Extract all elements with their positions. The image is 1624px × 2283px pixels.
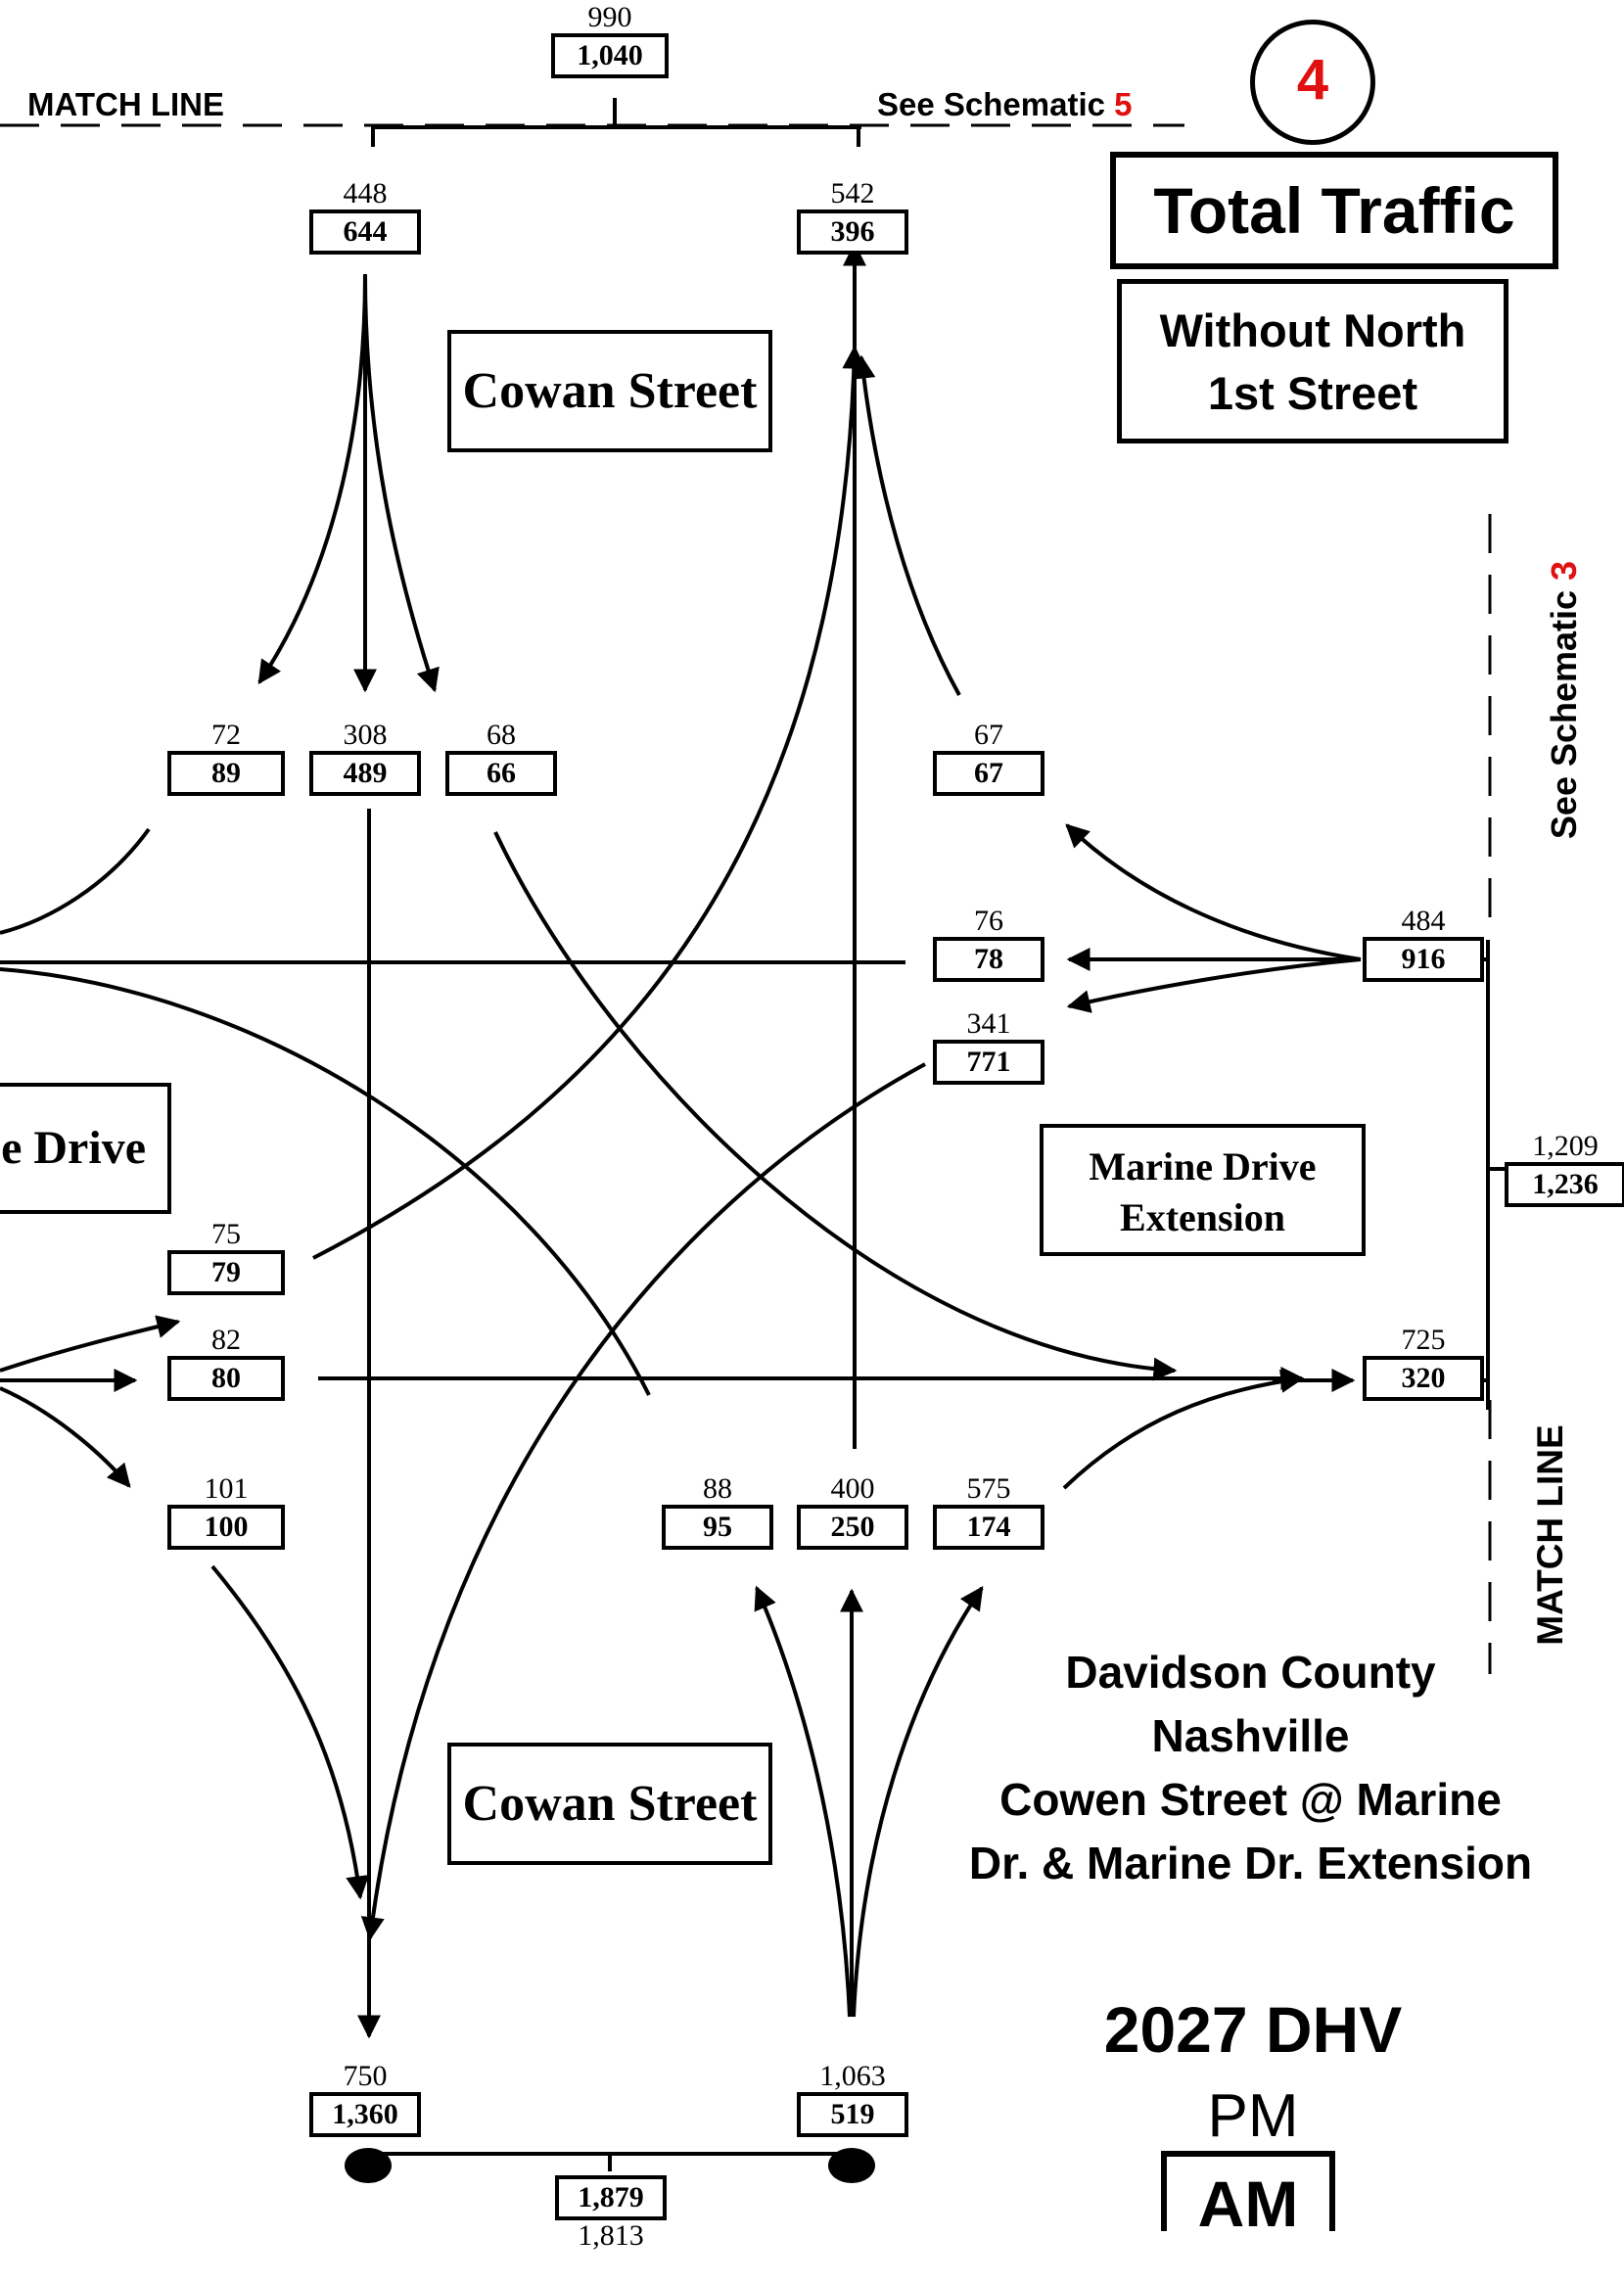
see-schematic-right: See Schematic 3: [1544, 543, 1584, 857]
wb-left-curve: [360, 1062, 926, 1941]
sb-right-arrow: [257, 273, 367, 684]
nb-right-arrow-s: [852, 1586, 984, 2018]
location-intersection-2: Dr. & Marine Dr. Extension: [968, 1838, 1533, 1888]
see-schematic-top: See Schematic 5: [877, 86, 1133, 123]
eb-right-approach: [0, 1386, 131, 1488]
nb-left-curve: [0, 967, 651, 1396]
location-county: Davidson County: [1065, 1647, 1436, 1698]
match-line-label-right: MATCH LINE: [1530, 1424, 1570, 1646]
eb-left-approach: [0, 1315, 181, 1373]
location-block: Davidson County Nashville Cowen Street @…: [935, 1641, 1566, 1895]
see-schematic-right-number: 3: [1544, 560, 1584, 581]
scenario-box: Without North 1st Street: [1117, 279, 1508, 443]
schematic-number-circle: 4: [1250, 20, 1375, 145]
street-name-east-line-2: Extension: [1120, 1195, 1285, 1239]
south-bracket-right-dot: [828, 2148, 875, 2183]
match-line-label-top: MATCH LINE: [27, 86, 225, 122]
sb-left-arrow: [363, 273, 440, 693]
street-name-east: Marine Drive Extension: [1040, 1124, 1366, 1256]
title-box: Total Traffic: [1110, 152, 1558, 269]
nb-right-arrow: [852, 354, 961, 696]
period-pm: PM: [1207, 2082, 1299, 2150]
year-label: 2027 DHV: [1103, 1993, 1403, 2066]
wb-left-arrow: [1066, 957, 1362, 1013]
sb-right-curve: [0, 827, 151, 935]
eb-right-arrow: [210, 1564, 370, 1900]
see-schematic-top-number: 5: [1114, 86, 1133, 122]
street-name-south: Cowan Street: [447, 1743, 772, 1865]
south-bracket-left-dot: [345, 2148, 392, 2183]
sb-left-curve: [493, 831, 1178, 1381]
scenario-line-2: 1st Street: [1207, 367, 1418, 419]
location-intersection-1: Cowen Street @ Marine: [999, 1774, 1502, 1825]
period-am-box: AM: [1161, 2151, 1335, 2231]
street-name-north: Cowan Street: [447, 330, 772, 452]
see-schematic-right-label: See Schematic: [1544, 580, 1584, 840]
nb-left-arrow: [754, 1585, 852, 2018]
street-name-west: e Drive: [0, 1083, 171, 1214]
scenario-line-1: Without North: [1159, 304, 1466, 356]
see-schematic-top-label: See Schematic: [877, 86, 1115, 122]
street-name-east-line-1: Marine Drive: [1089, 1144, 1317, 1188]
wb-right-arrow: [1065, 823, 1362, 961]
nb-right-to-east: [1062, 1369, 1305, 1490]
location-city: Nashville: [1151, 1710, 1350, 1761]
eb-left-arrow: [312, 345, 866, 1260]
